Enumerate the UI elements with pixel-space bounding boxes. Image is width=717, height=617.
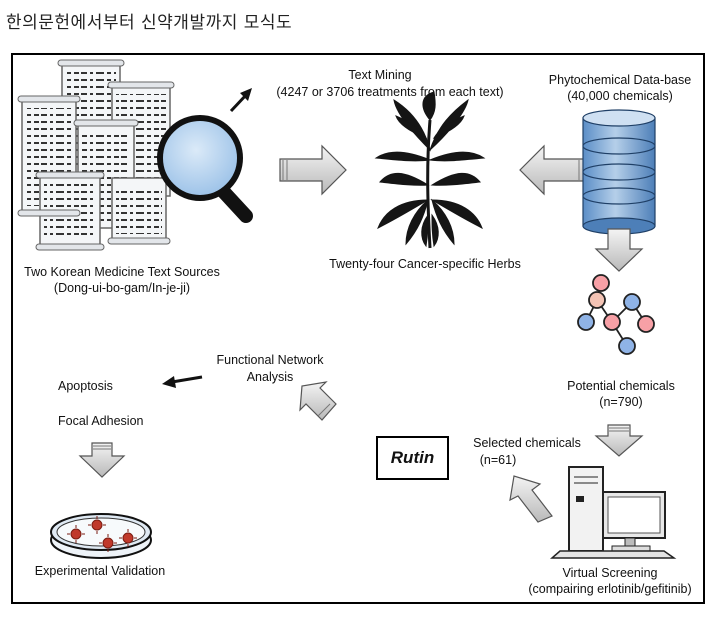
down-arrow-icon-1 — [594, 228, 644, 272]
focal-adhesion-label: Focal Adhesion — [58, 414, 144, 428]
experimental-validation-label: Experimental Validation — [34, 564, 166, 578]
phytochemical-db-subtitle: (40,000 chemicals) — [567, 89, 673, 103]
down-arrow-icon-3 — [78, 442, 126, 478]
right-arrow-icon-1 — [279, 144, 347, 196]
rutin-box: Rutin — [376, 436, 449, 480]
diagonal-arrow-icon — [229, 88, 252, 113]
text-mining-label: Text Mining — [300, 67, 460, 83]
apoptosis-arrow-icon — [162, 375, 203, 388]
down-arrow-icon-2 — [594, 424, 644, 457]
up-left-arrow-icon-1 — [509, 475, 553, 523]
apoptosis-label: Apoptosis — [58, 379, 113, 393]
figure-title: 한의문헌에서부터 신약개발까지 모식도 — [6, 13, 293, 33]
potential-chemicals-count: (n=790) — [599, 395, 643, 409]
selected-chemicals-label: Selected chemicals — [473, 436, 581, 450]
rutin-label: Rutin — [390, 448, 435, 467]
sources-label-line1: Two Korean Medicine Text Sources — [24, 265, 220, 279]
potential-chemicals-label: Potential chemicals — [567, 379, 675, 393]
up-left-arrow-icon-2 — [299, 381, 337, 421]
petri-dish-icon — [50, 513, 152, 559]
manuscript-scrolls-icon — [17, 59, 175, 251]
left-arrow-icon — [519, 144, 587, 196]
text-mining-subtitle: (4247 or 3706 treatments from each text) — [276, 85, 504, 99]
virtual-screening-subtitle: (compairing erlotinib/gefitinib) — [528, 582, 692, 596]
virtual-screening-label: Virtual Screening — [562, 566, 658, 580]
phytochemical-db-title: Phytochemical Data-base — [548, 73, 692, 87]
database-icon — [582, 109, 656, 235]
herb-plant-icon — [374, 91, 486, 249]
chemical-network-icon — [577, 274, 655, 355]
network-analysis-label-line2: Analysis — [246, 370, 294, 384]
sources-label-line2: (Dong-ui-bo-gam/In-je-ji) — [53, 281, 191, 295]
diagram-frame — [11, 53, 705, 604]
network-analysis-label-line1: Functional Network — [216, 353, 324, 367]
selected-chemicals-count: (n=61) — [479, 453, 517, 467]
herbs-label: Twenty-four Cancer-specific Herbs — [329, 257, 521, 271]
text-mining-title: Text Mining — [348, 68, 412, 82]
magnifying-glass-icon — [157, 115, 253, 223]
computer-icon — [550, 466, 677, 559]
